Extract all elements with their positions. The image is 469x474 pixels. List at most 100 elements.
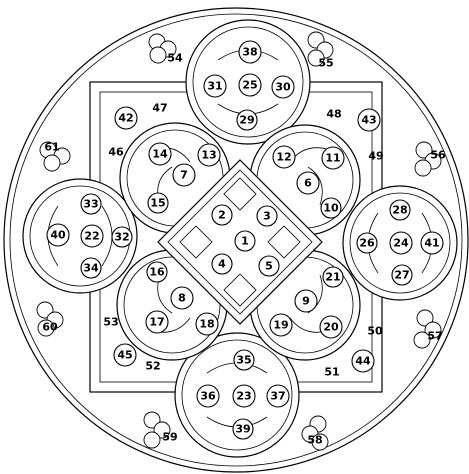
label-text: 56	[430, 149, 446, 162]
label-61: 61	[44, 141, 59, 154]
label-16: 16	[147, 262, 167, 282]
label-text: 52	[145, 360, 160, 373]
label-text: 60	[42, 321, 58, 334]
label-29: 29	[237, 110, 257, 130]
label-text: 47	[152, 102, 167, 115]
label-45: 45	[114, 344, 136, 366]
label-51: 51	[324, 366, 339, 379]
label-text: 34	[83, 262, 99, 275]
label-24: 24	[390, 232, 412, 254]
label-text: 59	[162, 431, 177, 444]
label-20: 20	[320, 316, 342, 338]
label-40: 40	[47, 224, 69, 246]
label-text: 46	[108, 146, 124, 159]
label-text: 29	[239, 114, 254, 127]
label-text: 49	[368, 150, 383, 163]
label-text: 45	[117, 349, 132, 362]
label-58: 58	[307, 434, 322, 447]
label-21: 21	[323, 267, 343, 287]
label-text: 17	[149, 316, 164, 329]
label-text: 18	[199, 318, 214, 331]
label-54: 54	[167, 52, 183, 65]
label-text: 48	[326, 108, 341, 121]
label-text: 40	[50, 229, 66, 242]
label-text: 8	[178, 292, 186, 305]
label-text: 31	[207, 80, 222, 93]
label-text: 15	[150, 197, 165, 210]
label-text: 24	[393, 237, 409, 250]
label-text: 3	[263, 210, 271, 223]
label-4: 4	[212, 254, 232, 274]
label-text: 21	[325, 271, 340, 284]
label-text: 14	[152, 148, 168, 161]
label-text: 54	[167, 52, 183, 65]
label-14: 14	[149, 143, 171, 165]
label-25: 25	[239, 74, 261, 96]
label-text: 36	[200, 390, 216, 403]
label-11: 11	[322, 147, 344, 169]
label-18: 18	[196, 313, 218, 335]
label-15: 15	[148, 193, 168, 213]
label-text: 38	[242, 46, 257, 59]
label-36: 36	[197, 385, 219, 407]
label-3: 3	[257, 206, 277, 226]
label-text: 58	[307, 434, 322, 447]
label-48: 48	[326, 108, 341, 121]
label-37: 37	[267, 385, 289, 407]
label-28: 28	[390, 200, 410, 220]
label-text: 5	[265, 260, 273, 273]
label-53: 53	[103, 316, 118, 329]
label-text: 32	[114, 231, 129, 244]
label-text: 33	[83, 198, 98, 211]
label-12: 12	[273, 146, 295, 168]
label-text: 61	[44, 141, 59, 154]
label-text: 22	[84, 230, 99, 243]
label-text: 50	[367, 325, 383, 338]
label-27: 27	[392, 265, 412, 285]
label-text: 19	[273, 319, 288, 332]
label-30: 30	[272, 76, 294, 98]
label-text: 43	[361, 114, 376, 127]
label-text: 9	[302, 295, 310, 308]
label-text: 35	[236, 354, 251, 367]
label-text: 27	[394, 269, 409, 282]
label-31: 31	[204, 75, 226, 97]
label-10: 10	[321, 198, 341, 218]
label-6: 6	[297, 172, 319, 194]
label-60: 60	[42, 321, 58, 334]
label-2: 2	[212, 205, 232, 225]
label-55: 55	[318, 57, 333, 70]
label-22: 22	[81, 225, 103, 247]
label-text: 16	[149, 266, 165, 279]
label-26: 26	[357, 233, 377, 253]
label-17: 17	[146, 311, 168, 333]
label-19: 19	[270, 314, 292, 336]
label-8: 8	[171, 287, 193, 309]
label-23: 23	[233, 385, 255, 407]
label-text: 28	[392, 204, 407, 217]
label-32: 32	[112, 227, 132, 247]
label-text: 1	[241, 235, 249, 248]
label-text: 12	[276, 151, 291, 164]
label-text: 41	[424, 237, 439, 250]
label-text: 7	[180, 169, 188, 182]
label-46: 46	[108, 146, 124, 159]
label-text: 26	[359, 237, 375, 250]
label-57: 57	[427, 330, 442, 343]
label-56: 56	[430, 149, 446, 162]
label-52: 52	[145, 360, 160, 373]
label-text: 44	[355, 355, 371, 368]
label-text: 37	[270, 390, 285, 403]
label-text: 42	[118, 112, 133, 125]
label-text: 57	[427, 330, 442, 343]
label-text: 6	[304, 177, 312, 190]
label-text: 4	[218, 258, 226, 271]
label-9: 9	[295, 290, 317, 312]
label-39: 39	[233, 419, 253, 439]
label-text: 55	[318, 57, 333, 70]
label-33: 33	[81, 194, 101, 214]
label-text: 39	[235, 423, 250, 436]
label-text: 23	[236, 390, 251, 403]
